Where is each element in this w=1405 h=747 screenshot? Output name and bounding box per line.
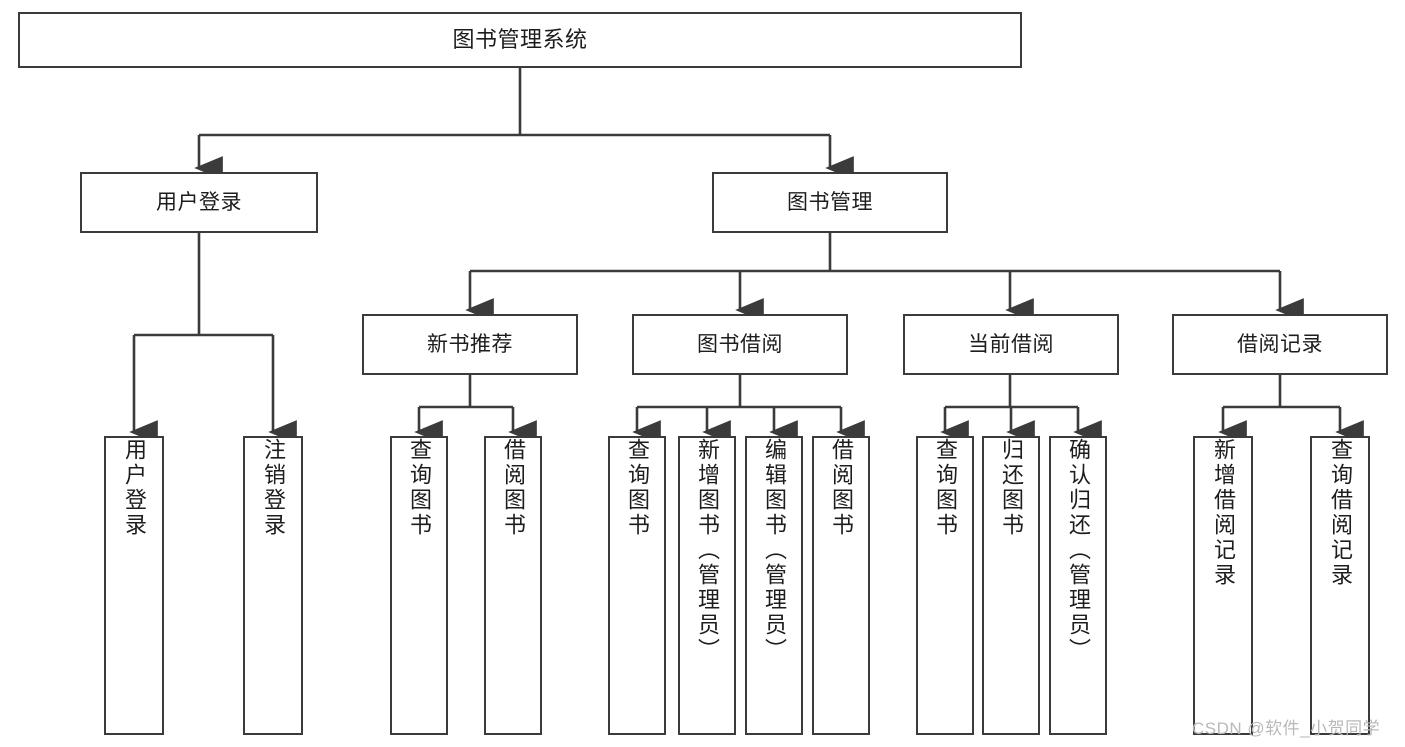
node-leaf-edit-book-label: 编辑图书（管理员） (762, 438, 787, 663)
node-leaf-query-book-1-label: 查询图书 (407, 438, 432, 538)
node-leaf-borrow-book-2[interactable]: 借阅图书 (812, 436, 870, 735)
node-leaf-add-book[interactable]: 新增图书（管理员） (678, 436, 736, 735)
watermark: CSDN @软件_小贺同学 (1192, 719, 1381, 738)
node-leaf-edit-book[interactable]: 编辑图书（管理员） (745, 436, 803, 735)
node-user-login-label: 用户登录 (156, 190, 242, 214)
node-root[interactable]: 图书管理系统 (18, 12, 1022, 68)
node-leaf-query-book-1[interactable]: 查询图书 (390, 436, 448, 735)
node-leaf-query-book-3[interactable]: 查询图书 (916, 436, 974, 735)
node-root-label: 图书管理系统 (452, 26, 588, 52)
node-borrow-record-label: 借阅记录 (1237, 332, 1323, 356)
node-leaf-return-book-label: 归还图书 (999, 438, 1024, 538)
node-leaf-query-borrow-record[interactable]: 查询借阅记录 (1310, 436, 1370, 735)
node-leaf-confirm-return-label: 确认归还（管理员） (1066, 438, 1091, 663)
node-leaf-confirm-return[interactable]: 确认归还（管理员） (1049, 436, 1107, 735)
node-leaf-user-logout[interactable]: 注销登录 (243, 436, 303, 735)
node-leaf-add-borrow-record-label: 新增借阅记录 (1211, 438, 1236, 588)
node-leaf-borrow-book-2-label: 借阅图书 (829, 438, 854, 538)
node-user-login[interactable]: 用户登录 (80, 172, 318, 233)
node-leaf-return-book[interactable]: 归还图书 (982, 436, 1040, 735)
node-leaf-borrow-book-1[interactable]: 借阅图书 (484, 436, 542, 735)
node-leaf-user-login[interactable]: 用户登录 (104, 436, 164, 735)
node-borrow-record[interactable]: 借阅记录 (1172, 314, 1388, 375)
node-leaf-add-borrow-record[interactable]: 新增借阅记录 (1193, 436, 1253, 735)
node-leaf-borrow-book-1-label: 借阅图书 (501, 438, 526, 538)
node-book-borrow-label: 图书借阅 (697, 332, 783, 356)
node-leaf-user-logout-label: 注销登录 (261, 438, 286, 538)
node-new-book-recommend-label: 新书推荐 (427, 332, 513, 356)
node-leaf-query-book-3-label: 查询图书 (933, 438, 958, 538)
node-book-borrow[interactable]: 图书借阅 (632, 314, 848, 375)
node-leaf-user-login-label: 用户登录 (122, 438, 147, 538)
node-leaf-query-book-2-label: 查询图书 (625, 438, 650, 538)
node-book-manage-label: 图书管理 (787, 190, 873, 214)
node-new-book-recommend[interactable]: 新书推荐 (362, 314, 578, 375)
node-current-borrow[interactable]: 当前借阅 (903, 314, 1119, 375)
node-current-borrow-label: 当前借阅 (968, 332, 1054, 356)
node-leaf-add-book-label: 新增图书（管理员） (695, 438, 720, 663)
node-book-manage[interactable]: 图书管理 (712, 172, 948, 233)
node-leaf-query-book-2[interactable]: 查询图书 (608, 436, 666, 735)
node-leaf-query-borrow-record-label: 查询借阅记录 (1328, 438, 1353, 588)
